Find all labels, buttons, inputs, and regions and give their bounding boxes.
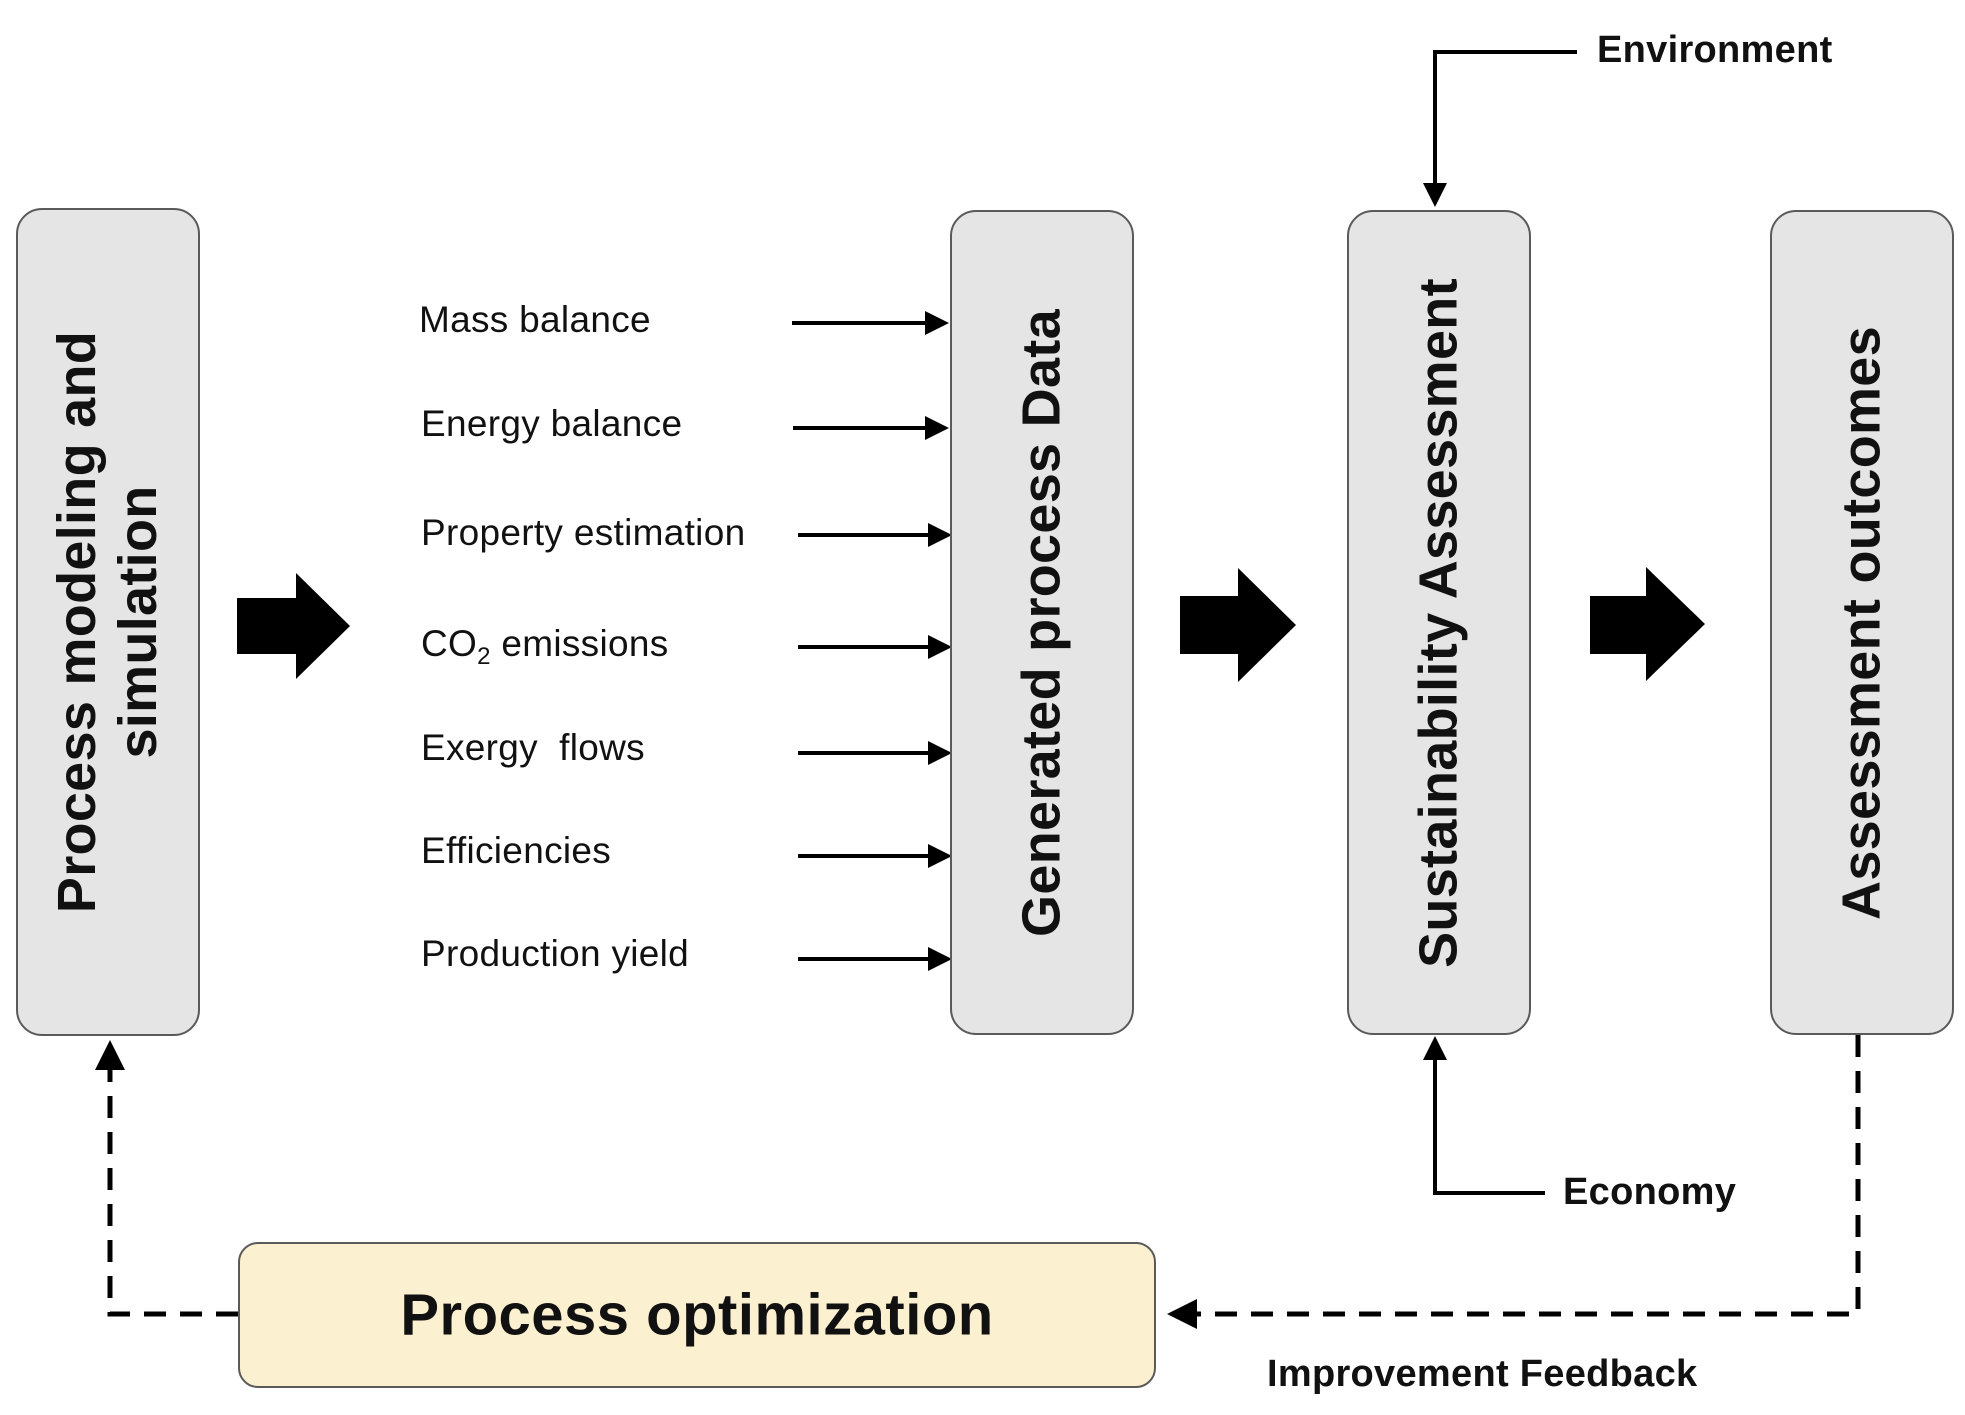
outcomes-label: Assessment outcomes [1831, 325, 1892, 920]
feedback-line-modeling [95, 1040, 238, 1317]
modeling-label: Process modeling and simulation [47, 331, 169, 913]
modeling-label-line2: simulation [108, 485, 168, 759]
arrow-environment [1423, 50, 1577, 207]
sustainability-box: Sustainability Assessment [1347, 210, 1531, 1035]
param-co2-emissions: CO2 emissions [421, 623, 669, 671]
co2-suffix: emissions [490, 623, 669, 664]
generated-data-label: Generated process Data [1011, 308, 1072, 937]
environment-label: Environment [1597, 29, 1833, 71]
arrow-economy [1423, 1036, 1545, 1195]
optimization-label: Process optimization [400, 1282, 994, 1348]
param-property-estimation: Property estimation [421, 512, 746, 553]
param-exergy-flows: Exergy flows [421, 727, 645, 768]
co2-subscript: 2 [477, 643, 491, 670]
co2-prefix: CO [421, 623, 478, 664]
outcomes-box: Assessment outcomes [1770, 210, 1954, 1035]
param-energy-balance: Energy balance [421, 403, 683, 444]
block-arrow-1 [237, 573, 350, 679]
feedback-line-outcomes [1167, 1035, 1861, 1329]
optimization-box: Process optimization [238, 1242, 1156, 1388]
block-arrow-3 [1590, 567, 1705, 681]
sustainability-label: Sustainability Assessment [1408, 277, 1469, 968]
block-arrow-2 [1180, 568, 1296, 682]
modeling-label-line1: Process modeling and [46, 330, 107, 914]
param-efficiencies: Efficiencies [421, 830, 612, 871]
modeling-box: Process modeling and simulation [16, 208, 200, 1036]
param-mass-balance: Mass balance [419, 299, 651, 340]
generated-data-box: Generated process Data [950, 210, 1134, 1035]
improvement-feedback-label: Improvement Feedback [1267, 1353, 1698, 1395]
param-production-yield: Production yield [421, 933, 690, 974]
economy-label: Economy [1563, 1171, 1737, 1213]
